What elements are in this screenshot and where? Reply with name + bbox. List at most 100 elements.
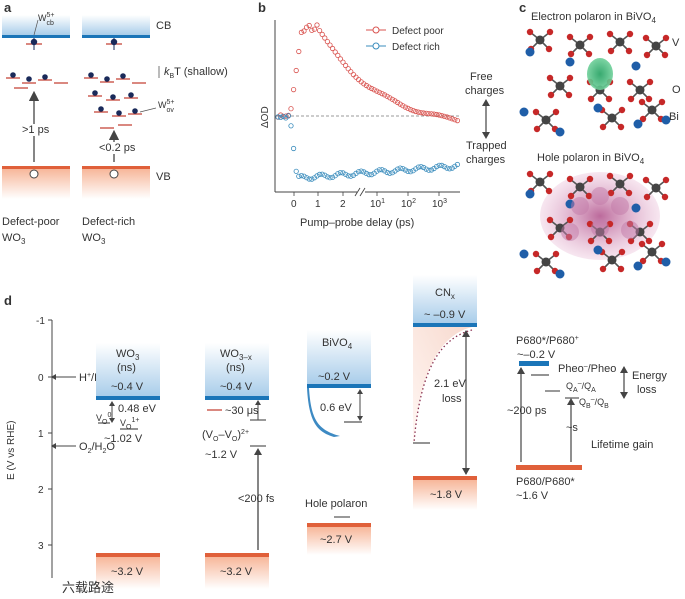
qa: QA–/QA: [566, 380, 596, 394]
ytick-3: 3: [38, 541, 44, 552]
data-point-defect-rich: [298, 173, 304, 179]
vanadium-atom: [607, 113, 617, 123]
data-point-defect-poor: [332, 49, 338, 55]
oxygen-atom: [606, 30, 614, 38]
data-point-defect-rich: [407, 169, 414, 175]
data-point-defect-rich: [376, 167, 382, 173]
data-point-defect-poor: [340, 59, 346, 65]
series-defect-rich: [275, 113, 460, 182]
wo3-title: WO3: [116, 348, 140, 362]
data-point-defect-rich: [348, 173, 354, 179]
hole-left: [29, 169, 39, 179]
cnx-vb: ~1.8 V: [430, 489, 463, 501]
data-point-defect-poor: [413, 108, 419, 115]
vanadium-atom: [615, 37, 625, 47]
oxygen-atom: [639, 115, 647, 123]
data-point-defect-poor: [350, 72, 356, 78]
wo3-cb: ~0.4 V: [111, 381, 144, 393]
pheo: Pheo–/Pheo: [558, 363, 616, 375]
oxygen-atom: [661, 193, 669, 201]
data-point-defect-poor: [381, 92, 388, 98]
bismuth-atom: [565, 57, 575, 67]
trapped-electrons-right: [88, 72, 138, 116]
data-point-defect-poor: [301, 28, 307, 34]
bismuth-atom: [555, 127, 565, 137]
wcb-leader: [33, 19, 39, 36]
oxygen-atom: [532, 250, 540, 258]
wcb-label: W5+cb: [38, 12, 54, 27]
bismuth-atom: [631, 61, 641, 71]
data-point-defect-poor: [353, 74, 359, 80]
data-point-defect-poor: [410, 108, 416, 114]
wo3x-vb: ~3.2 V: [220, 566, 253, 578]
data-point-defect-poor: [311, 26, 317, 32]
data-point-defect-poor: [337, 56, 343, 62]
b-xlabel: Pump–probe delay (ps): [300, 217, 414, 229]
bismuth-atom: [633, 261, 643, 271]
hole-density-lobe: [591, 219, 609, 237]
vb-edge-left: [2, 166, 70, 169]
bismuth-atom: [519, 249, 529, 259]
data-point-defect-poor: [368, 85, 375, 92]
data-point-defect-rich: [358, 168, 364, 174]
label-wo3-right: WO3: [82, 232, 106, 246]
data-point-defect-rich: [428, 167, 434, 173]
trapped-2: charges: [466, 154, 506, 166]
oxygen-atom: [642, 176, 650, 184]
oxygen-atom: [646, 220, 654, 228]
data-point-defect-rich: [400, 166, 406, 172]
panel-c: c Electron polaron in BiVO4 V O Bi Hole …: [519, 0, 681, 279]
data-point-defect-poor: [335, 52, 341, 59]
oxygen-atom: [617, 265, 625, 273]
data-point-defect-poor: [420, 110, 427, 116]
vanadium-atom: [647, 105, 657, 115]
hole-polaron: Hole polaron: [305, 498, 367, 510]
oxygen-atom: [546, 74, 554, 82]
data-point-defect-rich: [329, 174, 336, 180]
wo3-ns: (ns): [117, 362, 136, 374]
data-point-defect-poor: [400, 103, 406, 109]
oxygen-atom: [617, 123, 625, 131]
data-point-defect-poor: [348, 69, 354, 75]
data-point-defect-poor: [439, 113, 445, 119]
data-point-defect-poor: [283, 113, 289, 119]
data-point-defect-rich: [345, 173, 351, 179]
data-point-defect-rich: [366, 172, 372, 178]
oxygen-atom: [585, 50, 593, 58]
data-point-defect-poor: [342, 62, 349, 69]
wov-label: W5+ov: [158, 99, 174, 114]
time-right-bg: [98, 142, 136, 154]
vanadium-atom: [555, 81, 565, 91]
cb-label: CB: [156, 20, 171, 32]
qb: QB–/QB: [579, 396, 609, 410]
panel-d-letter: d: [4, 293, 12, 308]
data-point-defect-rich: [379, 167, 385, 173]
ytick-1: 1: [38, 429, 44, 440]
o-arrowhead: [51, 443, 56, 449]
vanadium-atom: [651, 41, 661, 51]
oxygen-atom: [567, 50, 575, 58]
data-point-defect-poor: [319, 31, 325, 38]
vanadium-atom: [535, 35, 545, 45]
atom-o-label: O: [672, 84, 681, 96]
oxygen-atom: [566, 74, 574, 82]
ytick-0: 0: [38, 373, 44, 384]
data-point-defect-poor: [329, 45, 336, 52]
data-point-defect-rich: [420, 164, 427, 171]
lifetime: Lifetime gain: [591, 439, 653, 451]
data-point-defect-rich: [280, 113, 286, 119]
data-point-defect-rich: [314, 173, 320, 179]
data-point-defect-poor: [288, 106, 294, 112]
axis-break: [354, 187, 366, 197]
data-point-defect-poor: [374, 88, 380, 94]
xtick-2: 2: [340, 199, 346, 210]
vanadium-atom: [575, 182, 585, 192]
ytick-2: 2: [38, 485, 44, 496]
cnx-gap: 2.1 eV: [434, 378, 466, 390]
hole-density-lobe: [611, 197, 629, 215]
c-title-bottom: Hole polaron in BiVO4: [537, 152, 645, 166]
data-point-defect-poor: [309, 27, 315, 33]
xtick-4: 102: [401, 198, 416, 210]
data-point-defect-rich: [293, 168, 299, 174]
